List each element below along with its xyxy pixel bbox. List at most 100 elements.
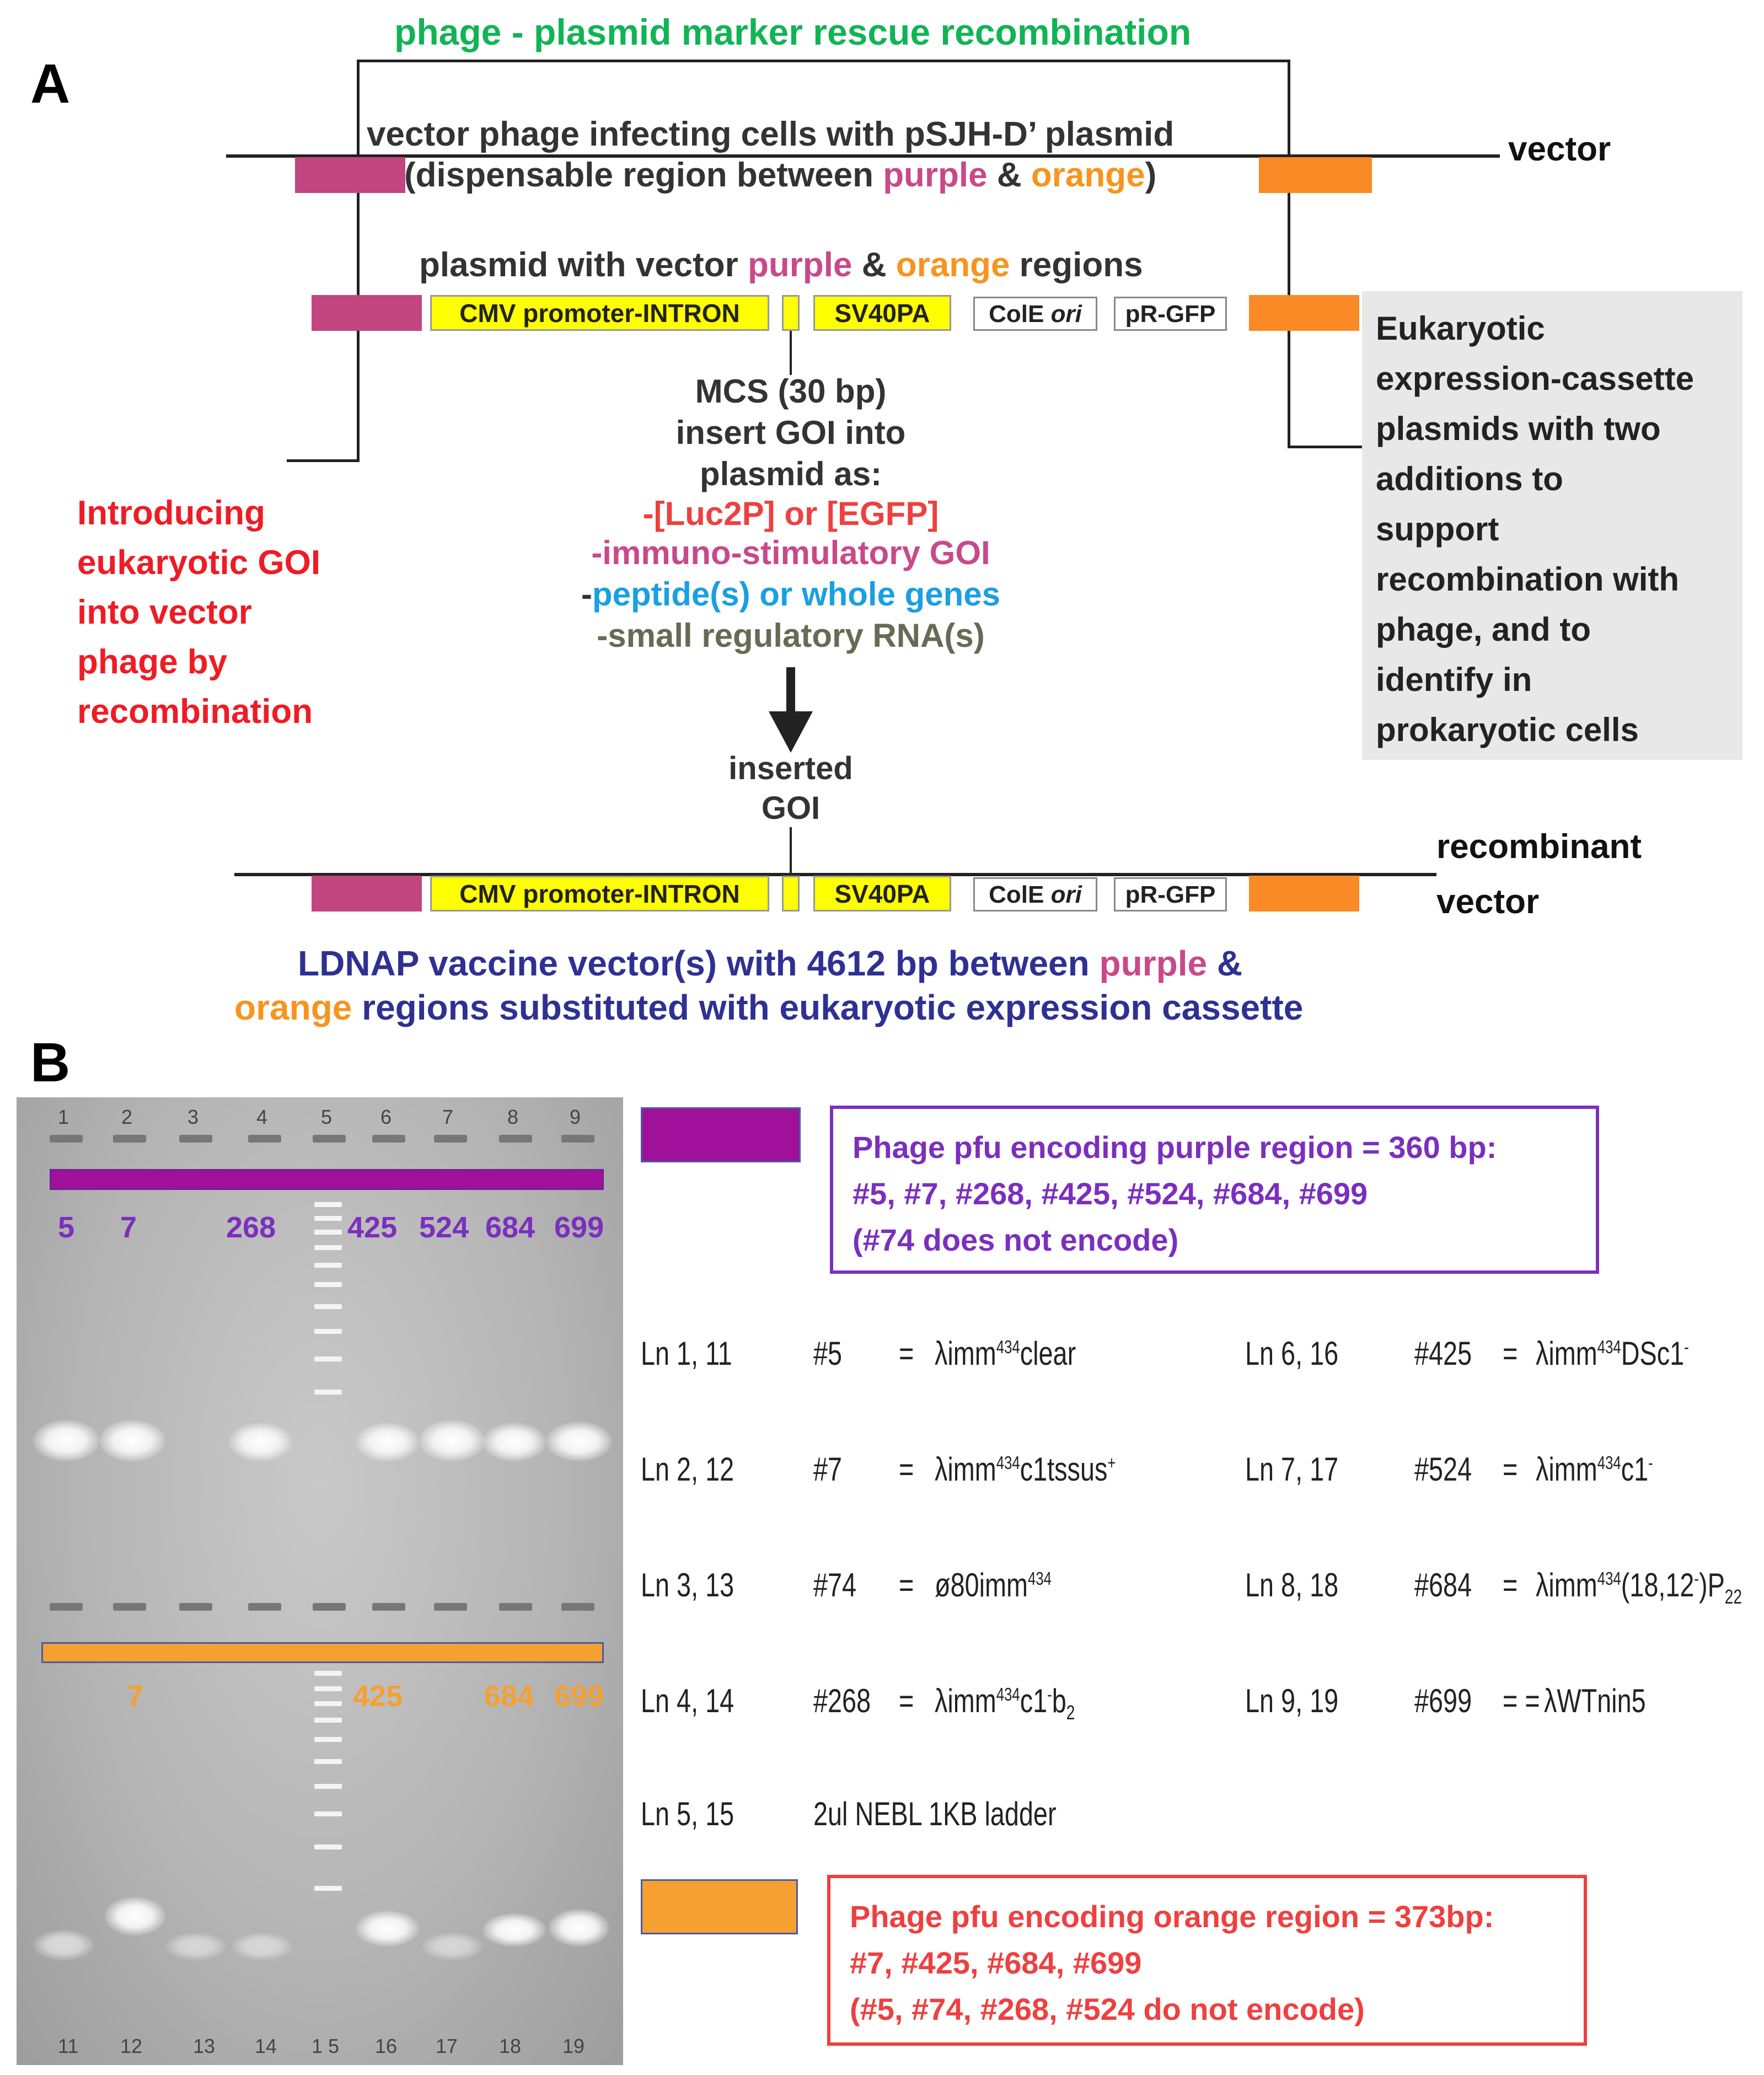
note-line-9: prokaryotic cells xyxy=(1376,711,1639,748)
gel-well xyxy=(561,1603,594,1611)
legend-eq: = = xyxy=(1503,1682,1540,1719)
legend-id: #74 xyxy=(813,1567,857,1604)
plasmid-cole-box: ColE ori xyxy=(973,297,1097,331)
ladder-band xyxy=(314,1701,342,1706)
dna-band-purple xyxy=(356,1423,419,1461)
recomb-mcs-box xyxy=(782,876,800,912)
purple-info-line-3: (#74 does not encode) xyxy=(852,1223,1179,1257)
lane-number: 11 xyxy=(58,2035,79,2057)
gel-purple-label: 684 xyxy=(485,1211,535,1244)
gel-orange-label: 7 xyxy=(127,1680,144,1713)
legend-lane: Ln 2, 12 xyxy=(641,1451,734,1488)
left-red-text-2: eukaryotic GOI xyxy=(77,544,321,582)
gel-orange-bar xyxy=(41,1642,604,1663)
dna-band-orange xyxy=(105,1897,165,1935)
insert-goi-text-2: plasmid as: xyxy=(699,455,882,492)
legend-id: #684 xyxy=(1414,1567,1472,1604)
legend-lane: Ln 7, 17 xyxy=(1245,1451,1339,1488)
recomb-cmv-box: CMV promoter-INTRON xyxy=(430,876,769,912)
bracket-top xyxy=(357,60,1289,62)
ladder-band xyxy=(314,1886,342,1891)
gel-purple-label: 268 xyxy=(226,1211,276,1244)
dna-band-faint xyxy=(33,1930,94,1960)
purple-swatch xyxy=(641,1107,801,1162)
ladder-band xyxy=(314,1230,342,1235)
legend-id: #5 xyxy=(813,1335,843,1372)
inserted-text: inserted xyxy=(728,750,853,786)
plasmid-purple-region xyxy=(312,295,422,331)
note-line-6: recombination with xyxy=(1376,561,1680,598)
recomb-purple-region xyxy=(312,876,422,912)
recomb-orange-region xyxy=(1249,876,1359,912)
vector-orange-region xyxy=(1259,157,1372,193)
gel-purple-label: 5 xyxy=(58,1211,75,1244)
gel-purple-bar xyxy=(50,1169,604,1190)
gel-orange-label: 425 xyxy=(353,1680,403,1713)
left-red-text-1: Introducing xyxy=(77,494,265,532)
vector-purple-region xyxy=(295,157,405,193)
ladder-band xyxy=(314,1282,342,1287)
purple-info-line-1: Phage pfu encoding purple region = 360 b… xyxy=(852,1130,1497,1165)
vector-phage-text: vector phage infecting cells with pSJH-D… xyxy=(367,115,1175,153)
lane-number: 17 xyxy=(436,2035,458,2057)
gel-orange-label: 684 xyxy=(484,1680,534,1713)
gel-purple-label: 425 xyxy=(347,1211,398,1244)
gel-well xyxy=(561,1135,594,1143)
goi-luc-egfp: -[Luc2P] or [EGFP] xyxy=(642,495,939,532)
orange-info-line-1: Phage pfu encoding orange region = 373bp… xyxy=(850,1899,1494,1934)
ladder-band xyxy=(314,1671,342,1676)
gel-well xyxy=(499,1603,532,1611)
note-line-4: additions to xyxy=(1376,460,1563,497)
ladder-band xyxy=(314,1304,342,1309)
gel-well xyxy=(113,1135,146,1143)
recomb-cole-box: ColE ori xyxy=(973,877,1097,912)
legend-strain: λimm434c1-b2 xyxy=(935,1682,1075,1724)
lane-number: 8 xyxy=(507,1106,519,1128)
note-line-5: support xyxy=(1376,511,1499,548)
legend-id: #7 xyxy=(813,1451,843,1488)
legend-strain: λimm434c1- xyxy=(1536,1451,1653,1488)
gel-orange-label: 699 xyxy=(554,1680,604,1713)
legend-eq: = xyxy=(899,1682,914,1719)
mcs-text: MCS (30 bp) xyxy=(695,373,887,410)
panel-b-label: B xyxy=(30,1032,71,1093)
ladder-band xyxy=(314,1718,342,1723)
ladder-band xyxy=(314,1202,342,1207)
ladder-band xyxy=(314,1759,342,1764)
left-red-text-5: recombination xyxy=(77,693,313,731)
dna-band-faint xyxy=(422,1933,482,1960)
recomb-sv40-box: SV40PA xyxy=(813,876,951,912)
dna-band-purple xyxy=(99,1420,165,1461)
orange-swatch xyxy=(641,1879,798,1934)
plasmid-mcs-box xyxy=(782,295,800,331)
legend-strain: λimm434(18,12-)P22 xyxy=(1536,1567,1742,1608)
gel-purple-label: 524 xyxy=(419,1211,469,1244)
ladder-band xyxy=(314,1245,342,1250)
plasmid-orange-region xyxy=(1249,295,1359,331)
dna-band-orange xyxy=(549,1909,609,1947)
vector-line xyxy=(226,154,1500,158)
dna-band-purple xyxy=(33,1420,99,1461)
legend-strain: λimm434c1tssus+ xyxy=(935,1451,1116,1488)
legend-id: #268 xyxy=(813,1682,871,1719)
legend-lane: Ln 8, 18 xyxy=(1245,1567,1339,1604)
lane-number: 14 xyxy=(255,2035,277,2057)
plasmid-title: plasmid with vector purple & orange regi… xyxy=(419,246,1143,284)
legend-lane: Ln 9, 19 xyxy=(1245,1682,1339,1719)
lane-number: 3 xyxy=(187,1106,199,1128)
gel-well xyxy=(372,1135,405,1143)
gel-well xyxy=(434,1603,467,1611)
dna-band-purple xyxy=(229,1423,292,1461)
legend-lane: Ln 5, 15 xyxy=(641,1795,734,1832)
bracket-right-vertical xyxy=(1288,60,1290,448)
ladder-band xyxy=(314,1390,342,1395)
ladder-band xyxy=(314,1356,342,1361)
legend-eq: = xyxy=(1503,1451,1518,1488)
ladder-band xyxy=(314,1263,342,1268)
lane-number: 7 xyxy=(442,1106,454,1128)
lane-number: 19 xyxy=(562,2035,585,2057)
goi-immuno: -immuno-stimulatory GOI xyxy=(591,534,990,571)
ladder-band xyxy=(314,1329,342,1334)
note-line-3: plasmids with two xyxy=(1376,410,1661,447)
dna-band-purple xyxy=(419,1420,485,1461)
